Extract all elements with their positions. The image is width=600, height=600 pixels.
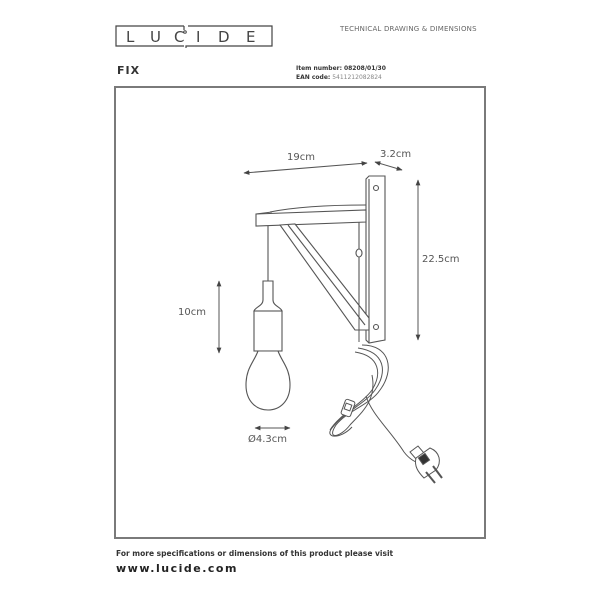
product-name: FIX — [117, 64, 141, 77]
item-number-row: Item number: 08208/01/30 — [296, 64, 386, 73]
product-meta: Item number: 08208/01/30 EAN code: 54112… — [296, 64, 386, 82]
footer-note: For more specifications or dimensions of… — [116, 549, 394, 558]
svg-text:L: L — [126, 28, 135, 46]
brand-logo: L U C I D E — [114, 24, 274, 48]
svg-text:U: U — [150, 28, 161, 46]
ean-label: EAN code: — [296, 74, 331, 81]
document-type-label: TECHNICAL DRAWING & DIMENSIONS — [340, 25, 477, 33]
website-link[interactable]: www.lucide.com — [116, 562, 238, 575]
drawing-frame — [114, 86, 486, 539]
dim-label-bulb-diameter: Ø4.3cm — [248, 433, 287, 445]
wall-bracket — [255, 175, 386, 344]
svg-text:C: C — [174, 28, 184, 46]
svg-text:E: E — [246, 28, 255, 46]
power-cord — [329, 300, 443, 484]
dim-line-depth — [374, 161, 403, 171]
svg-text:D: D — [218, 28, 230, 46]
ean-value: 5411212082824 — [332, 74, 382, 81]
lamp-pendant — [245, 226, 291, 411]
item-number-label: Item number: — [296, 65, 343, 72]
item-number-value: 08208/01/30 — [343, 65, 386, 72]
dim-label-depth: 3.2cm — [380, 149, 411, 160]
dim-label-width: 19cm — [287, 152, 315, 163]
lucide-logo-icon: L U C I D E — [115, 25, 273, 48]
ean-row: EAN code: 5411212082824 — [296, 73, 386, 82]
dim-label-height: 22.5cm — [422, 254, 460, 265]
dim-label-lamp-height: 10cm — [178, 307, 206, 318]
svg-text:I: I — [196, 28, 200, 46]
dim-line-width — [243, 161, 368, 175]
